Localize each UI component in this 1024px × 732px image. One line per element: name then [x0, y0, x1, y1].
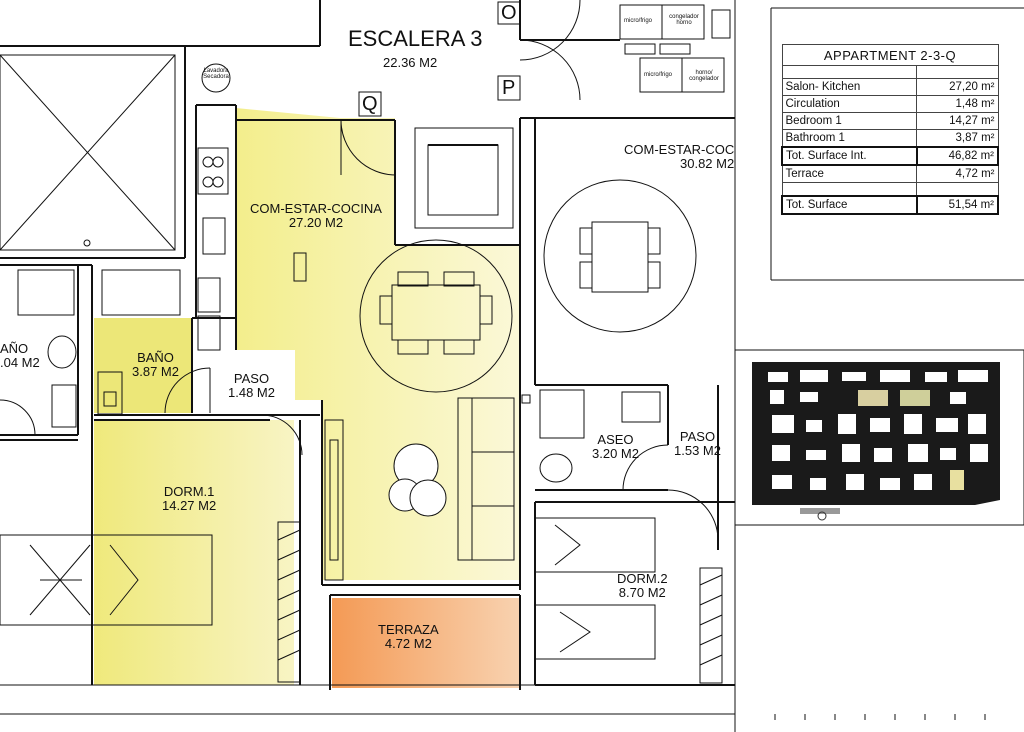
room-label-com-estar-cocina: COM-ESTAR-COCINA 27.20 M2	[250, 202, 382, 230]
surface-summary-table: APPARTMENT 2-3-Q Salon- Kitchen 27,20 m²…	[781, 44, 1000, 215]
summary-row: Circulation 1,48 m²	[781, 95, 999, 113]
room-name: ASEO	[597, 432, 634, 447]
summary-title: APPARTMENT 2-3-Q	[781, 44, 999, 66]
bathroom-fixtures	[17, 269, 661, 483]
appliance-label-microfrigo: micro/frigo	[624, 18, 653, 24]
room-fills	[94, 108, 520, 688]
blank-cell	[916, 182, 999, 197]
room-name: COM-ESTAR-COC	[624, 142, 735, 157]
elevator	[414, 127, 514, 229]
summary-row-total-interior: Tot. Surface Int. 46,82 m²	[781, 146, 1000, 166]
room-label-bano: BAÑO 3.87 M2	[132, 351, 179, 379]
room-area: 1.48 M2	[228, 385, 275, 400]
appliance-label-congelador-horno: congelador horno	[669, 14, 699, 26]
room-label-com-estar-coc: COM-ESTAR-COC 30.82 M2	[624, 143, 734, 171]
dining-furniture	[359, 179, 697, 393]
room-area: 8.70 M2	[618, 585, 666, 600]
summary-value: 3,87 m²	[916, 129, 999, 148]
summary-row: Salon- Kitchen 27,20 m²	[781, 78, 999, 96]
room-label-paso-right: PASO 1.53 M2	[674, 430, 721, 458]
blank-cell	[916, 65, 999, 79]
room-name: BAÑO	[137, 350, 174, 365]
summary-value: 51,54 m²	[915, 195, 1000, 215]
room-area: 14.27 M2	[162, 498, 217, 513]
summary-row: Bedroom 1 14,27 m²	[781, 112, 999, 130]
summary-label: Circulation	[781, 95, 918, 113]
room-name: TERRAZA	[378, 622, 439, 637]
site-plan-thumbnail	[748, 360, 1002, 521]
blank-cell	[781, 65, 918, 79]
room-name: AÑO	[0, 341, 29, 356]
room-label-dorm1: DORM.1 14.27 M2	[162, 485, 216, 513]
room-name: DORM.2	[617, 571, 668, 586]
room-name: COM-ESTAR-COCINA	[250, 201, 382, 216]
skylight	[0, 54, 176, 251]
room-name: DORM.1	[163, 484, 215, 499]
appliance-label-microfrigo-2: micro/frigo	[644, 72, 673, 78]
stairs-name: ESCALERA 3	[348, 26, 483, 51]
room-label-bano-left: AÑO .04 M2	[0, 342, 40, 370]
summary-row: Terrace 4,72 m²	[781, 164, 999, 183]
stairs-area: 22.36 M2	[383, 55, 438, 70]
sofa-furniture	[388, 397, 515, 561]
kitchen-elements	[197, 63, 307, 351]
summary-value: 1,48 m²	[916, 95, 999, 113]
summary-value: 27,20 m²	[916, 78, 999, 96]
beds	[0, 517, 656, 660]
marker-p: P	[502, 77, 516, 99]
room-label-dorm2: DORM.2 8.70 M2	[617, 572, 668, 600]
summary-row: Bathroom 1 3,87 m²	[781, 129, 999, 148]
room-label-aseo: ASEO 3.20 M2	[592, 433, 639, 461]
room-label-terraza: TERRAZA 4.72 M2	[378, 623, 439, 651]
stair-marker-boxes	[358, 1, 531, 404]
room-area: 4.72 M2	[384, 636, 432, 651]
room-name: PASO	[679, 429, 716, 444]
room-area: 3.87 M2	[132, 364, 179, 379]
room-label-paso: PASO 1.48 M2	[228, 372, 275, 400]
summary-label: Tot. Surface Int.	[781, 146, 918, 166]
summary-row-total: Tot. Surface 51,54 m²	[781, 195, 1000, 215]
info-frames	[734, 7, 1024, 526]
appliance-label-horno-congelador: horno/ congelador	[689, 70, 719, 82]
summary-label: Bedroom 1	[781, 112, 918, 130]
summary-label: Bathroom 1	[781, 129, 918, 148]
wardrobes	[277, 419, 723, 684]
marker-o: O	[501, 2, 517, 24]
room-area: 1.53 M2	[674, 443, 721, 458]
summary-label: Terrace	[781, 164, 918, 183]
appliance-label-lavadora: Lavadora Secadora	[203, 68, 229, 80]
summary-value: 4,72 m²	[916, 164, 999, 183]
summary-label: Salon- Kitchen	[781, 78, 918, 96]
ruler-ticks	[774, 714, 986, 720]
summary-value: 46,82 m²	[915, 146, 1000, 166]
room-area: 30.82 M2	[680, 156, 735, 171]
door-swings	[0, 0, 719, 541]
room-area: .04 M2	[0, 355, 40, 370]
room-area: 3.20 M2	[592, 446, 639, 461]
room-area: 27.20 M2	[288, 215, 344, 230]
summary-value: 14,27 m²	[916, 112, 999, 130]
summary-label: Tot. Surface	[781, 195, 918, 215]
blank-cell	[781, 182, 918, 197]
appliance-boxes	[619, 4, 731, 93]
room-name: PASO	[233, 371, 270, 386]
marker-q: Q	[362, 93, 378, 115]
